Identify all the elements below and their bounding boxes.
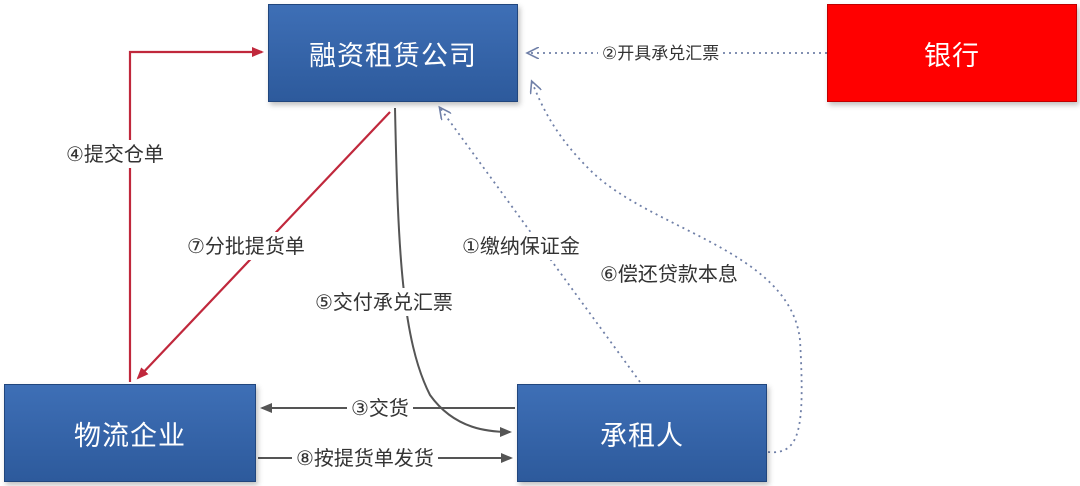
label-submit-warehouse-receipt: ④提交仓单 [64,140,166,168]
label-repay-loan: ⑥偿还贷款本息 [598,260,740,288]
node-bank-label: 银行 [924,40,980,72]
node-finance-leasing-company-label: 融资租赁公司 [309,40,477,72]
label-batch-delivery-order: ⑦分批提货单 [185,232,307,260]
edge-deliver-acceptance-bill [394,107,512,437]
node-lessee: 承租人 [517,384,767,482]
node-finance-leasing-company: 融资租赁公司 [268,4,518,102]
node-lessee-label: 承租人 [600,420,684,452]
node-logistics-company: 物流企业 [4,384,256,482]
label-pay-deposit: ①缴纳保证金 [460,232,582,260]
label-ship-by-delivery-order: ⑧按提货单发货 [292,446,438,470]
node-logistics-company-label: 物流企业 [74,420,186,452]
label-deliver-goods: ③交货 [347,396,413,420]
edge-submit-warehouse-receipt [128,47,264,382]
label-issue-acceptance-bill: ②开具承兑汇票 [598,42,724,66]
node-bank: 银行 [827,4,1077,102]
label-deliver-acceptance-bill: ⑤交付承兑汇票 [313,288,455,316]
